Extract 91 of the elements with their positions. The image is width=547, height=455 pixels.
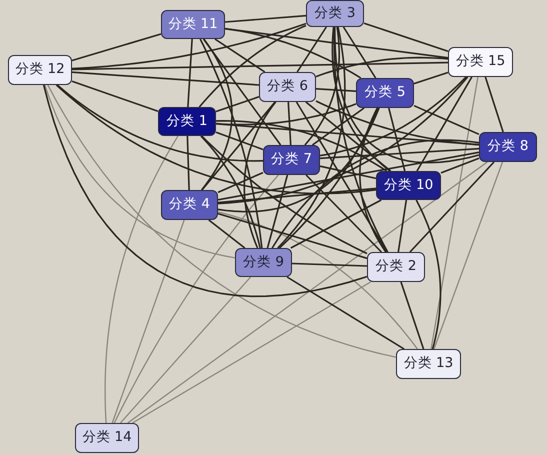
node-box: 分类 14 bbox=[75, 423, 139, 453]
connector-line bbox=[266, 174, 288, 248]
connector-line bbox=[244, 102, 276, 248]
connector-line bbox=[224, 14, 306, 23]
connector-line bbox=[400, 282, 424, 350]
connector-line bbox=[296, 102, 388, 252]
connector-line bbox=[440, 157, 480, 174]
node-box: 分类 10 bbox=[376, 171, 441, 200]
connector-line bbox=[200, 135, 261, 248]
connector-line bbox=[305, 101, 392, 172]
connector-line bbox=[201, 101, 276, 191]
connector-line bbox=[187, 38, 193, 108]
connector-line bbox=[186, 136, 190, 190]
connector-line bbox=[414, 72, 448, 84]
connector-line bbox=[218, 211, 418, 350]
connector-line bbox=[218, 108, 380, 212]
connector-line bbox=[304, 26, 340, 146]
connector-line bbox=[214, 38, 266, 73]
connector-line bbox=[306, 174, 382, 253]
connector-line bbox=[286, 276, 405, 350]
connector-line bbox=[342, 26, 376, 78]
connector-line bbox=[416, 76, 472, 172]
connector-line bbox=[216, 96, 260, 112]
connector-line bbox=[316, 56, 448, 78]
node-box: 分类 1 bbox=[158, 107, 216, 136]
connector-line bbox=[72, 71, 260, 86]
connector-line bbox=[201, 135, 368, 254]
node-box: 分类 4 bbox=[161, 190, 218, 220]
connector-line bbox=[44, 84, 236, 258]
connector-line bbox=[218, 188, 376, 204]
connector-line bbox=[72, 62, 448, 70]
connector-line bbox=[132, 281, 371, 424]
node-box: 分类 5 bbox=[356, 78, 414, 108]
node-box: 分类 7 bbox=[263, 145, 320, 175]
connector-line bbox=[56, 84, 264, 162]
connector-line bbox=[278, 108, 380, 249]
connector-line bbox=[114, 174, 279, 424]
node-box: 分类 9 bbox=[235, 248, 292, 277]
connector-line bbox=[47, 84, 396, 358]
node-box: 分类 12 bbox=[8, 55, 72, 85]
connector-line bbox=[312, 107, 365, 146]
connector-line bbox=[218, 152, 480, 201]
connector-line bbox=[200, 38, 233, 190]
connector-line bbox=[202, 38, 282, 146]
connector-line bbox=[292, 262, 368, 267]
node-box: 分类 8 bbox=[479, 132, 537, 162]
connector-line bbox=[398, 200, 408, 252]
connector-line bbox=[216, 131, 264, 150]
connector-line bbox=[430, 76, 478, 350]
connector-line bbox=[218, 76, 468, 204]
node-box: 分类 3 bbox=[306, 0, 364, 27]
connector-line bbox=[216, 120, 388, 172]
connector-line bbox=[104, 136, 179, 424]
connector-line bbox=[218, 172, 264, 194]
connector-line bbox=[218, 212, 368, 260]
connector-line bbox=[112, 220, 185, 424]
connector-line bbox=[120, 276, 252, 424]
connector-line bbox=[72, 80, 158, 112]
connector-line bbox=[364, 22, 448, 52]
connector-line bbox=[42, 84, 368, 298]
connector-line bbox=[320, 148, 480, 160]
connector-line bbox=[72, 22, 306, 70]
connector-line bbox=[272, 139, 480, 248]
connector-line bbox=[216, 123, 480, 146]
connector-line bbox=[416, 200, 442, 350]
connector-line bbox=[198, 24, 306, 108]
connector-line bbox=[72, 33, 162, 62]
node-box: 分类 13 bbox=[396, 349, 461, 379]
connector-line bbox=[414, 104, 480, 136]
connector-line bbox=[388, 108, 406, 172]
connector-line bbox=[208, 219, 246, 249]
node-box: 分类 11 bbox=[161, 10, 225, 39]
connector-line bbox=[290, 199, 382, 249]
connector-line bbox=[277, 26, 346, 249]
connector-line bbox=[409, 161, 495, 253]
connector-line bbox=[56, 84, 376, 194]
node-box: 分类 2 bbox=[367, 252, 425, 282]
connector-line bbox=[224, 28, 448, 59]
node-box: 分类 6 bbox=[259, 72, 316, 102]
connector-line bbox=[288, 102, 292, 146]
connector-line bbox=[433, 162, 504, 350]
connector-line bbox=[332, 26, 390, 172]
connector-line bbox=[320, 76, 467, 156]
node-box: 分类 15 bbox=[448, 47, 513, 77]
connector-line bbox=[484, 76, 504, 132]
connector-line bbox=[320, 165, 376, 180]
connector-line bbox=[296, 26, 327, 72]
connector-line bbox=[316, 88, 356, 92]
connector-line bbox=[127, 162, 488, 424]
connector-line bbox=[199, 38, 263, 248]
connector-line bbox=[359, 108, 386, 252]
